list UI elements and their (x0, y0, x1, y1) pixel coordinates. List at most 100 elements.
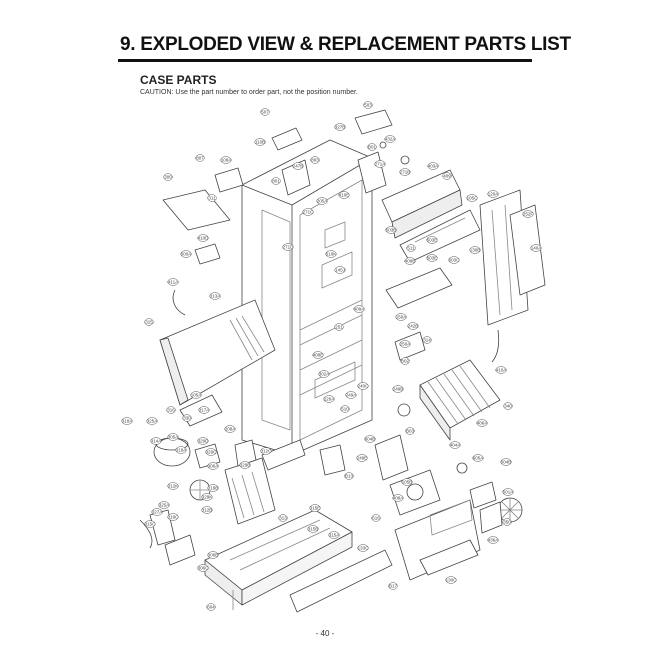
part-callout-bubble (190, 391, 202, 399)
part-callout-label: 120A (488, 192, 499, 197)
part-callout: B03 (405, 427, 415, 435)
part-callout-label: 410A (496, 368, 507, 373)
part-callout: 220A (323, 395, 335, 403)
part-callout: 318A (121, 417, 133, 425)
part-callout-label: 406A (477, 421, 488, 426)
part-callout-bubble (404, 257, 416, 265)
exploded-view-diagram: 503507327B432A110BB01271A247B803807108A4… (121, 101, 546, 613)
part-callout: 327B (334, 123, 346, 131)
part-callout-label: 510K (326, 252, 337, 257)
part-callout-bubble (345, 391, 357, 399)
part-callout-bubble (357, 382, 369, 390)
part-callout-label: 130C (446, 578, 458, 583)
part-callout-bubble (167, 482, 179, 490)
part-callout: 501A (502, 488, 514, 496)
part-callout: 249B (392, 385, 404, 393)
part-callout-label: 252F (523, 212, 534, 217)
part-callout-bubble (466, 194, 478, 202)
part-callout-label: 436A (488, 538, 499, 543)
part-callout-bubble (399, 168, 411, 176)
part-callout-label: 313A (210, 294, 221, 299)
part-callout: 305A (167, 433, 179, 441)
part-callout-label: 311 (208, 196, 216, 201)
part-callout: 803 (310, 156, 320, 164)
part-callout-bubble (310, 156, 320, 164)
part-callout-bubble (353, 305, 365, 313)
section-title: CASE PARTS (140, 73, 217, 87)
part-callout-label: B13 (345, 474, 354, 479)
part-callout: 205A (316, 197, 328, 205)
part-callout: 145J (334, 266, 346, 274)
part-callout: 329C (205, 448, 218, 456)
part-callout-bubble (448, 256, 460, 264)
part-callout-bubble (405, 427, 415, 435)
part-callout-label: 409 (443, 174, 451, 179)
part-callout-bubble (374, 160, 386, 168)
part-callout-label: 801 (272, 179, 280, 184)
part-callout-label: 271C (303, 210, 315, 215)
part-callout-label: 330 (183, 416, 191, 421)
part-callout-bubble (254, 138, 266, 146)
part-callout-label: 145J (335, 268, 345, 273)
part-callout-bubble (316, 197, 328, 205)
part-callout-label: 408E (313, 353, 324, 358)
machine-room-drawing (139, 394, 306, 549)
part-callout-bubble (392, 494, 404, 502)
part-callout-label: 306C (198, 566, 210, 571)
part-callout-bubble (367, 143, 377, 151)
part-callout: 311 (207, 194, 217, 202)
part-callout-bubble (356, 454, 368, 462)
part-callout-label: B02 (401, 359, 410, 364)
part-callout-label: 313 (279, 516, 287, 521)
fan-shroud-drawing (319, 434, 523, 581)
part-callout-label: 404A (450, 443, 461, 448)
part-callout-bubble (180, 250, 192, 258)
part-callout-label: 205A (317, 199, 328, 204)
part-callout: 316 (166, 406, 176, 414)
part-callout-label: 411A (168, 280, 178, 285)
part-callout-label: 510 (341, 407, 349, 412)
part-callout: 271B (399, 168, 411, 176)
part-callout: 616 (371, 514, 381, 522)
part-callout-label: 319A (176, 448, 187, 453)
part-callout-label: 271B (400, 170, 411, 175)
part-callout-bubble (328, 531, 340, 539)
part-callout-label: 604B (365, 437, 376, 442)
part-callout-label: 504B (501, 460, 512, 465)
part-callout: 329D (197, 437, 209, 445)
part-callout-bubble (207, 194, 217, 202)
part-callout-label: 503B (386, 228, 397, 233)
part-callout: 319A (175, 446, 187, 454)
part-callout-bubble (487, 190, 499, 198)
page-title: 9. EXPLODED VIEW & REPLACEMENT PARTS LIS… (120, 34, 571, 55)
part-callout: 208A (224, 425, 236, 433)
part-callout-bubble (385, 226, 397, 234)
part-callout-bubble (384, 135, 396, 143)
part-callout-label: 305A (168, 435, 179, 440)
part-callout: 130B (469, 246, 481, 254)
fan-cover-drawing (381, 169, 546, 363)
part-callout: 315C (144, 520, 156, 528)
part-callout: 511 (406, 244, 416, 252)
part-callout-bubble (472, 454, 484, 462)
part-callout: 150A (395, 313, 407, 321)
part-callout-bubble (495, 366, 507, 374)
part-callout: 409B (404, 257, 416, 265)
part-callout: 313A (209, 292, 221, 300)
part-callout-label: 329C (206, 450, 218, 455)
part-callout: 503C (448, 256, 460, 264)
part-callout-label: 410D (198, 236, 210, 241)
part-callout-bubble (146, 417, 158, 425)
part-callout-bubble (207, 462, 219, 470)
part-callout-label: B17 (389, 584, 398, 589)
part-callout-bubble (220, 156, 232, 164)
part-callout-bubble (426, 236, 438, 244)
part-callout-label: 108A (221, 158, 232, 163)
part-callout: 801 (271, 177, 281, 185)
part-callout: 306A (207, 462, 219, 470)
part-callout: B13 (344, 472, 354, 480)
part-callout-label: 306A (208, 464, 219, 469)
part-callout-bubble (530, 244, 542, 252)
part-callout-label: 605A (473, 456, 484, 461)
